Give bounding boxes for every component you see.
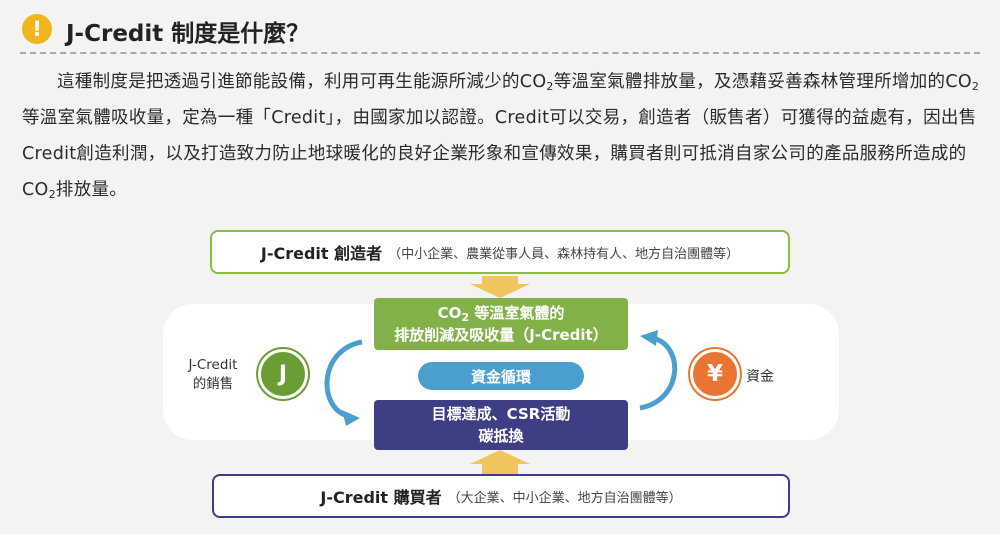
creator-box: J-Credit 創造者 （中小企業、農業從事人員、森林持有人、地方自治團體等） [210, 230, 790, 274]
buyer-detail: （大企業、中小企業、地方自治團體等） [447, 490, 682, 506]
exclamation-icon: ! [22, 14, 52, 44]
credit-sale-label: J-Credit 的銷售 [183, 356, 243, 394]
credit-sale-label-line2: 的銷售 [192, 376, 234, 392]
yen-icon: ¥ [690, 349, 740, 399]
purpose-line1: 目標達成、CSR活動 [431, 405, 571, 423]
down-arrow-top [470, 276, 530, 298]
buyer-title: J-Credit 購買者 [320, 488, 442, 507]
text-segment-2: 等溫室氣體排放量，及憑藉妥善森林管理所增加的CO [553, 72, 972, 92]
funds-label: 資金 [746, 369, 774, 385]
credit-line1-prefix: CO [437, 304, 462, 322]
purpose-line2: 碳抵換 [478, 427, 524, 445]
text-segment-3: 等溫室氣體吸收量，定為一種「Credit」，由國家加以認證。Credit可以交易… [22, 108, 977, 200]
section-header: ! J-Credit 制度是什麼？ [20, 10, 980, 50]
purpose-box: 目標達成、CSR活動 碳抵換 [374, 400, 628, 450]
creator-detail: （中小企業、農業從事人員、森林持有人、地方自治團體等） [388, 246, 740, 262]
creator-title: J-Credit 創造者 [260, 244, 383, 263]
credit-line1-sub: 2 [461, 311, 470, 324]
dashed-divider [20, 52, 980, 54]
subscript-2: 2 [48, 188, 56, 201]
credit-line2: 排放削減及吸收量（J-Credit） [394, 326, 608, 344]
subscript-2: 2 [971, 80, 980, 93]
credit-box: CO2 等溫室氣體的 排放削減及吸收量（J-Credit） [374, 298, 628, 350]
text-segment-4: 排放量。 [55, 180, 128, 200]
text-segment-1: 這種制度是把透過引進節能設備，利用可再生能源所減少的CO [57, 72, 547, 92]
credit-sale-label-line1: J-Credit [188, 357, 238, 373]
j-credit-icon: J [258, 349, 308, 399]
fund-cycle-pill: 資金循環 [418, 362, 584, 390]
page-title: J-Credit 制度是什麼？ [66, 21, 310, 47]
description-paragraph: 這種制度是把透過引進節能設備，利用可再生能源所減少的CO2等溫室氣體排放量，及憑… [22, 64, 980, 208]
up-arrow-bottom [470, 450, 530, 474]
buyer-box: J-Credit 購買者 （大企業、中小企業、地方自治團體等） [212, 474, 790, 518]
credit-line1-suffix: 等溫室氣體的 [469, 304, 565, 322]
subscript-2: 2 [546, 80, 554, 93]
